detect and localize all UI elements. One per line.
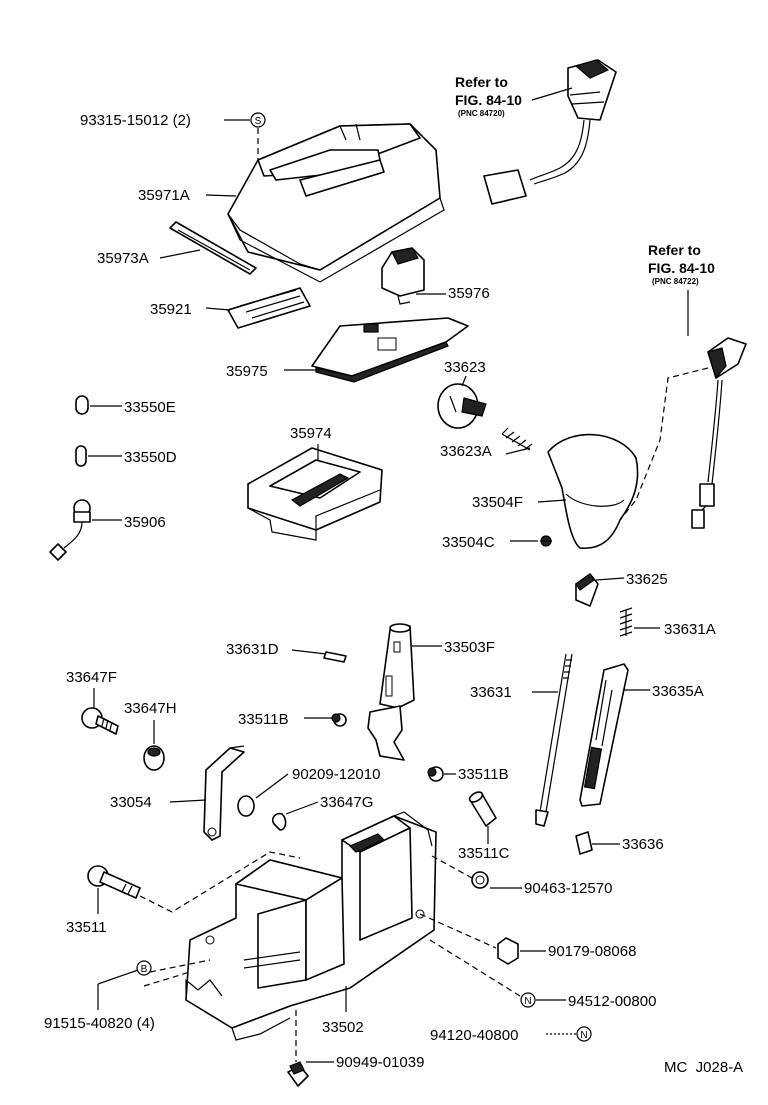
label-91515: 91515-40820 (4) [44, 1015, 155, 1032]
b-dashline-2 [143, 971, 191, 987]
label-35974: 35974 [290, 425, 332, 442]
label-35906: 35906 [124, 514, 166, 531]
label-33511B-2: 33511B [458, 766, 509, 783]
shift-knob-part [547, 433, 639, 549]
label-90463: 90463-12570 [524, 880, 612, 897]
clamp-part [471, 871, 489, 889]
ref1-fig: FIG. 84-10 [455, 92, 522, 108]
slide-plate-part [311, 317, 469, 383]
pin-c-part [468, 791, 497, 827]
label-35976: 35976 [448, 285, 490, 302]
knob-button-part [437, 383, 487, 429]
b-dashline [149, 959, 211, 973]
marker-n1-text: N [524, 996, 531, 1007]
marker-s [250, 112, 266, 128]
label-33511B-1: 33511B [238, 711, 289, 728]
label-33511: 33511 [66, 919, 107, 936]
knob-switch-part [691, 337, 747, 529]
pattern-switch-part [483, 59, 617, 205]
marker-b [136, 960, 152, 976]
bolt-dashline [139, 851, 301, 913]
label-33504F: 33504F [472, 494, 523, 511]
label-35973A: 35973A [97, 250, 149, 267]
marker-b-text: B [141, 964, 148, 975]
marker-s-text: S [255, 116, 262, 127]
label-33054: 33054 [110, 794, 152, 811]
shift-lever-part [367, 623, 415, 761]
label-90179: 90179-08068 [548, 943, 636, 960]
footer-code: MC J028-A [664, 1059, 743, 1076]
position-indicator-housing-part [247, 447, 383, 541]
label-90209: 90209-12010 [292, 766, 380, 783]
nut-part [497, 937, 519, 965]
ref1-leader [531, 87, 573, 101]
label-35971A: 35971A [138, 187, 190, 204]
slide-rod-part [579, 663, 629, 807]
button-knob-part [381, 247, 425, 305]
pin-e-part [75, 395, 89, 415]
label-35975: 35975 [226, 363, 268, 380]
pin-d-part [75, 445, 87, 467]
label-33635A: 33635A [652, 683, 704, 700]
pin-d2-part [323, 651, 347, 663]
label-33631D: 33631D [226, 641, 279, 658]
ref2-fig: FIG. 84-10 [648, 260, 715, 276]
indicator-plate-part [227, 287, 311, 329]
marker-n2 [576, 1026, 592, 1042]
ref2-dashline [619, 367, 709, 521]
cap-part [575, 573, 599, 607]
label-33550E: 33550E [124, 399, 176, 416]
label-33647H: 33647H [124, 700, 177, 717]
bolt-f-part [81, 707, 119, 735]
label-94512: 94512-00800 [568, 993, 656, 1010]
ref1-pnc: (PNC 84720) [458, 109, 505, 118]
label-33623A: 33623A [440, 443, 492, 460]
bushing-b1-part [331, 713, 347, 727]
label-33502: 33502 [322, 1019, 364, 1036]
label-33504C: 33504C [442, 534, 495, 551]
label-33631: 33631 [470, 684, 512, 701]
indicator-strip-part [169, 221, 257, 275]
label-33647G: 33647G [320, 794, 373, 811]
base-bracket-part [185, 811, 437, 1041]
marker-n2-text: N [580, 1030, 587, 1041]
spring-part [501, 427, 533, 451]
bolt-33511-part [87, 865, 141, 899]
ref2-pnc: (PNC 84722) [652, 277, 699, 286]
screw-c-part [540, 535, 552, 547]
label-33503F: 33503F [444, 639, 495, 656]
clip-636-part [575, 831, 593, 855]
label-33511C: 33511C [458, 845, 510, 862]
nut-dashline [419, 913, 497, 949]
label-33636: 33636 [622, 836, 664, 853]
label-94120: 94120-40800 [430, 1027, 518, 1044]
label-33550D: 33550D [124, 449, 177, 466]
ref1-refer: Refer to [455, 74, 508, 90]
bushing-h-part [143, 745, 165, 771]
label-33647F: 33647F [66, 669, 117, 686]
bulb-socket-part [49, 499, 91, 561]
label-33631A: 33631A [664, 621, 716, 638]
label-33625: 33625 [626, 571, 668, 588]
label-90949: 90949-01039 [336, 1054, 424, 1071]
label-93315: 93315-15012 (2) [80, 112, 191, 129]
bracket-part [203, 745, 245, 841]
spring-a-part [619, 607, 633, 637]
clip-g-part [271, 812, 287, 831]
clamp-dashline [431, 855, 473, 879]
label-33623: 33623 [444, 359, 486, 376]
console-cover-part [227, 123, 445, 283]
bushing-b2-part [427, 766, 444, 782]
ref2-refer: Refer to [648, 242, 701, 258]
washer-part [237, 795, 255, 817]
label-35921: 35921 [150, 301, 192, 318]
rod-part [535, 653, 573, 827]
n-dashline [429, 939, 521, 997]
clip-90949-part [287, 1061, 309, 1087]
marker-n1 [520, 992, 536, 1008]
